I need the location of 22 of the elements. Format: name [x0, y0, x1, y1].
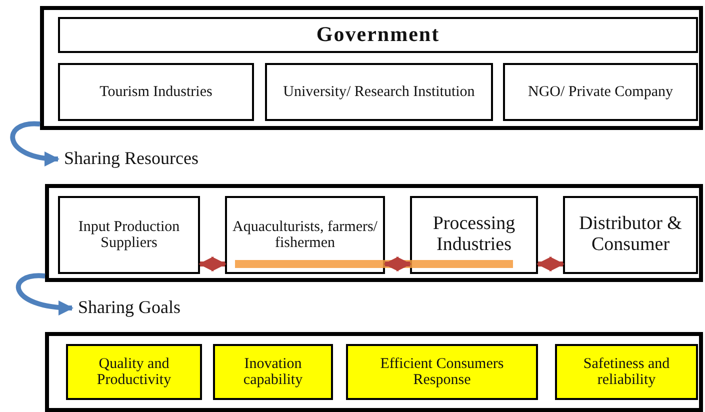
- label-box: Distributor & Consumer: [563, 196, 698, 274]
- label-box: Processing Industries: [410, 196, 538, 274]
- arrow: [10, 121, 60, 166]
- section-heading: Sharing Resources: [64, 149, 198, 169]
- goal-box: Efficient Consumers Response: [346, 344, 538, 400]
- label-box: Input Production Suppliers: [58, 196, 200, 274]
- arrow: [384, 256, 412, 272]
- panel-box: [40, 6, 703, 130]
- label-box: University/ Research Institution: [265, 63, 493, 121]
- section-heading: Sharing Goals: [78, 298, 180, 318]
- label-box: Tourism Industries: [58, 63, 254, 121]
- arrow: [198, 256, 226, 272]
- label-box: Government: [58, 17, 698, 53]
- goal-box: Safetiness and reliability: [555, 344, 698, 400]
- panel-box: [45, 184, 703, 282]
- goal-box: Inovation capability: [213, 344, 333, 400]
- label-box: Aquaculturists, farmers/ fishermen: [225, 196, 385, 274]
- arrow: [536, 256, 564, 272]
- arrow: [16, 273, 74, 315]
- label-box: NGO/ Private Company: [503, 63, 698, 121]
- panel-box: [45, 332, 703, 412]
- goal-box: Quality and Productivity: [66, 344, 202, 400]
